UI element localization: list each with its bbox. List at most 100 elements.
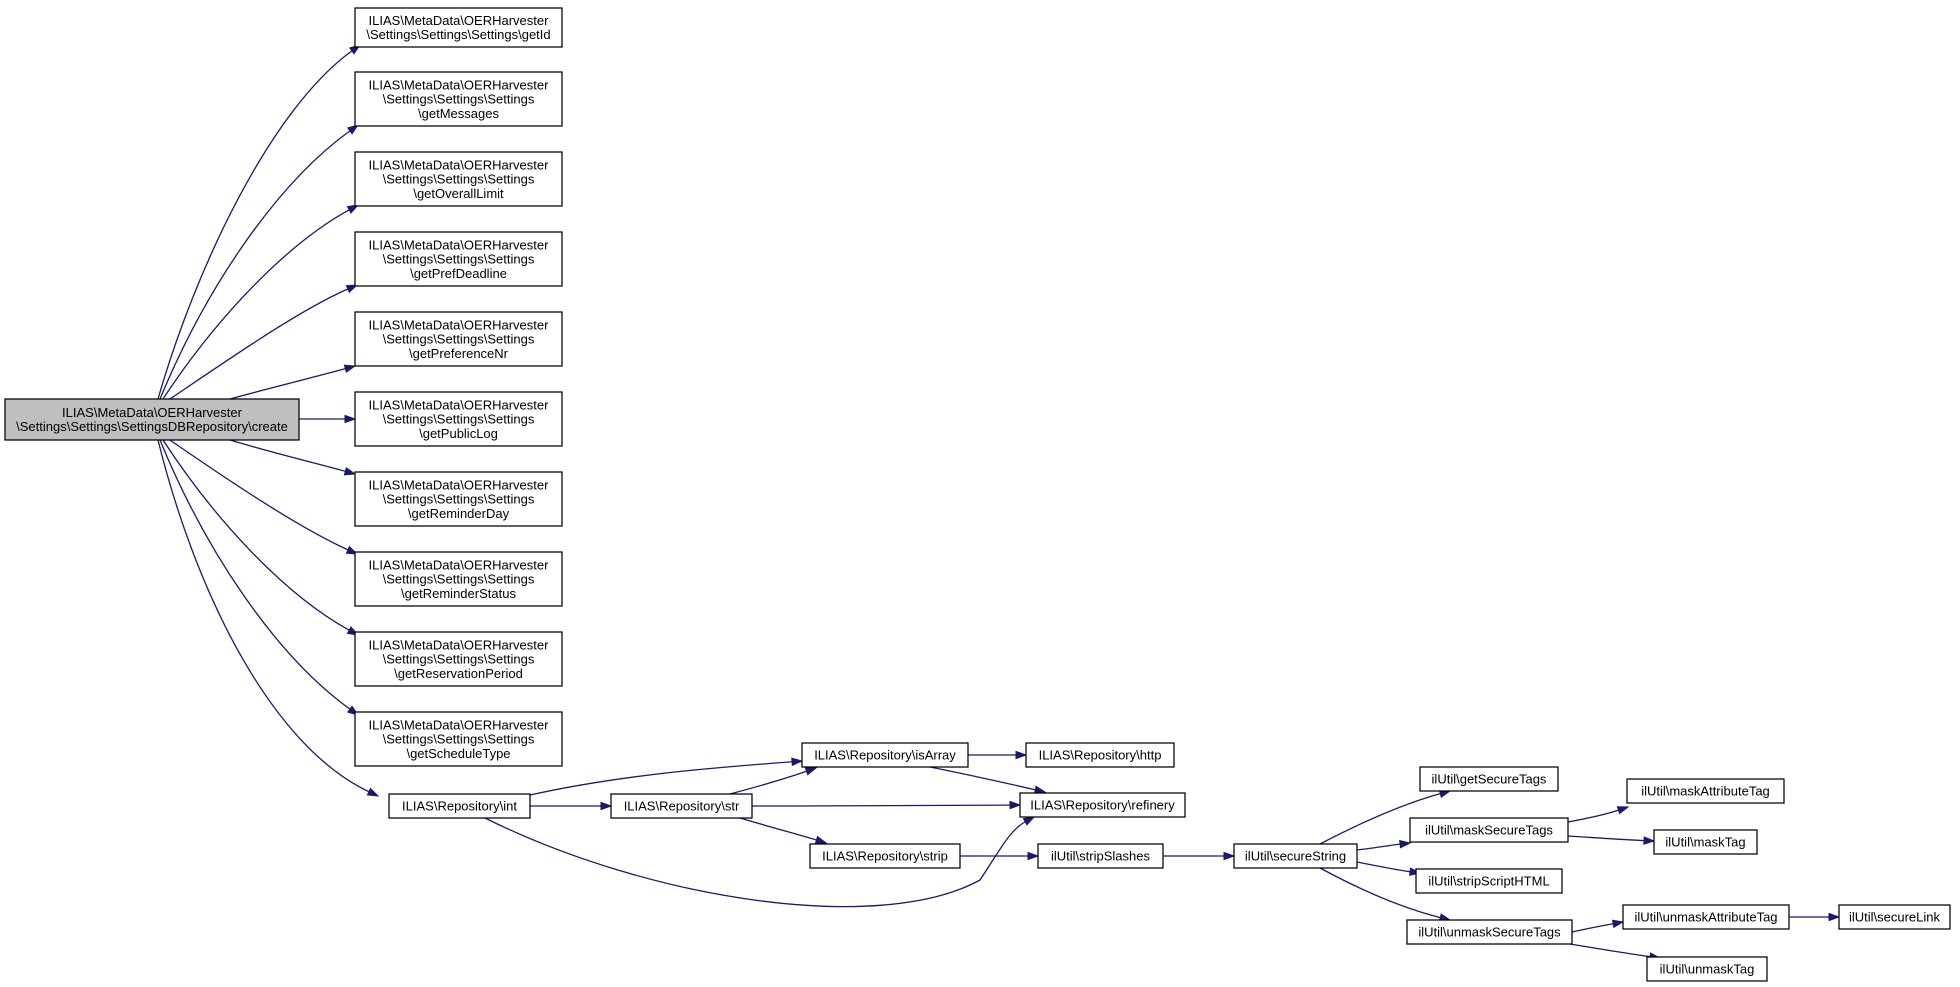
node-mask-secure-tags[interactable]: ilUtil\maskSecureTags xyxy=(1409,817,1569,843)
node-label-line: ILIAS\MetaData\OERHarvester xyxy=(369,77,550,92)
node-label-line: \getScheduleType xyxy=(406,746,510,761)
edge-line xyxy=(729,770,807,795)
edge-line xyxy=(169,439,349,551)
node-label-line: \Settings\Settings\Settings xyxy=(383,732,535,747)
node-box xyxy=(1025,742,1175,768)
node-repo-int[interactable]: ILIAS\Repository\int xyxy=(388,793,531,819)
node-label-line: \getPublicLog xyxy=(419,426,498,441)
node-repo-is-array[interactable]: ILIAS\Repository\isArray xyxy=(801,742,969,768)
node-box xyxy=(354,631,563,687)
edge-secure-string-to-strip-script-html xyxy=(1356,861,1422,876)
node-root[interactable]: ILIAS\MetaData\OERHarvester\Settings\Set… xyxy=(4,398,300,441)
node-label-line: \getReservationPeriod xyxy=(394,666,523,681)
node-get-schedule-type[interactable]: ILIAS\MetaData\OERHarvester\Settings\Set… xyxy=(354,711,563,767)
node-get-reminder-status[interactable]: ILIAS\MetaData\OERHarvester\Settings\Set… xyxy=(354,551,563,607)
node-get-id[interactable]: ILIAS\MetaData\OERHarvester\Settings\Set… xyxy=(354,7,563,48)
node-get-reservation-period[interactable]: ILIAS\MetaData\OERHarvester\Settings\Set… xyxy=(354,631,563,687)
node-repo-refinery[interactable]: ILIAS\Repository\refinery xyxy=(1019,792,1186,818)
edge-arrowhead xyxy=(343,467,357,476)
node-box xyxy=(1419,766,1559,792)
node-label-line: ILIAS\Repository\isArray xyxy=(814,748,956,763)
node-box xyxy=(354,551,563,607)
node-label-line: \Settings\Settings\Settings xyxy=(383,412,535,427)
node-label-line: \Settings\Settings\Settings xyxy=(383,172,535,187)
node-label-line: \getMessages xyxy=(418,106,499,121)
node-box xyxy=(610,793,753,819)
edge-arrowhead xyxy=(1027,851,1040,861)
edge-line xyxy=(1567,809,1619,823)
edge-line xyxy=(751,804,1011,807)
edge-root-to-get-reminder-status xyxy=(169,439,359,555)
edge-arrowhead xyxy=(1643,836,1656,845)
node-label-line: ILIAS\MetaData\OERHarvester xyxy=(369,157,550,172)
edge-arrowhead xyxy=(791,757,804,767)
edge-arrowhead xyxy=(1828,912,1841,922)
edge-arrowhead xyxy=(345,545,359,555)
node-get-pref-deadline[interactable]: ILIAS\MetaData\OERHarvester\Settings\Set… xyxy=(354,231,563,287)
node-label-line: ilUtil\getSecureTags xyxy=(1432,772,1547,787)
edge-arrowhead xyxy=(343,364,357,373)
call-graph-nodes: ILIAS\MetaData\OERHarvester\Settings\Set… xyxy=(4,7,1951,982)
edge-root-to-get-preference-nr xyxy=(229,364,357,400)
edge-unmask-attribute-tag-to-secure-link xyxy=(1789,912,1841,922)
node-unmask-tag[interactable]: ilUtil\unmaskTag xyxy=(1646,956,1768,982)
edge-arrowhead xyxy=(1015,750,1028,760)
node-repo-strip[interactable]: ILIAS\Repository\strip xyxy=(809,843,961,869)
node-label-line: ILIAS\MetaData\OERHarvester xyxy=(369,237,550,252)
edge-line xyxy=(529,761,793,796)
edge-root-to-get-schedule-type xyxy=(159,439,360,716)
node-label-line: \getPrefDeadline xyxy=(410,266,507,281)
node-box xyxy=(801,742,969,768)
edge-repo-int-to-repo-refinery xyxy=(484,816,1036,908)
edge-line xyxy=(1319,867,1441,919)
node-get-public-log[interactable]: ILIAS\MetaData\OERHarvester\Settings\Set… xyxy=(354,391,563,447)
edge-line xyxy=(1356,843,1401,851)
node-repo-str[interactable]: ILIAS\Repository\str xyxy=(610,793,753,819)
edge-line xyxy=(169,288,349,400)
node-unmask-attribute-tag[interactable]: ilUtil\unmaskAttributeTag xyxy=(1622,904,1790,930)
node-strip-script-html[interactable]: ilUtil\stripScriptHTML xyxy=(1415,868,1563,894)
node-get-reminder-day[interactable]: ILIAS\MetaData\OERHarvester\Settings\Set… xyxy=(354,471,563,527)
node-box xyxy=(354,471,563,527)
edge-secure-string-to-mask-secure-tags xyxy=(1356,839,1412,851)
node-box xyxy=(1838,904,1951,930)
node-get-preference-nr[interactable]: ILIAS\MetaData\OERHarvester\Settings\Set… xyxy=(354,311,563,367)
node-secure-string[interactable]: ilUtil\secureString xyxy=(1233,843,1358,869)
edge-line xyxy=(229,368,346,400)
node-secure-link[interactable]: ilUtil\secureLink xyxy=(1838,904,1951,930)
node-repo-http[interactable]: ILIAS\Repository\http xyxy=(1025,742,1175,768)
node-get-overall-limit[interactable]: ILIAS\MetaData\OERHarvester\Settings\Set… xyxy=(354,151,563,207)
edge-repo-int-to-repo-is-array xyxy=(529,757,804,796)
node-box xyxy=(354,7,563,48)
node-label-line: ILIAS\MetaData\OERHarvester xyxy=(369,557,550,572)
node-label-line: \getReminderDay xyxy=(408,506,510,521)
node-get-messages[interactable]: ILIAS\MetaData\OERHarvester\Settings\Set… xyxy=(354,71,563,127)
node-box xyxy=(1626,778,1785,804)
node-box xyxy=(1019,792,1186,818)
node-box xyxy=(354,311,563,367)
node-label-line: \getPreferenceNr xyxy=(409,346,509,361)
node-strip-slashes[interactable]: ilUtil\stripSlashes xyxy=(1037,843,1164,869)
edge-arrowhead xyxy=(1223,851,1236,861)
node-box xyxy=(1415,868,1563,894)
node-get-secure-tags[interactable]: ilUtil\getSecureTags xyxy=(1419,766,1559,792)
node-mask-attribute-tag[interactable]: ilUtil\maskAttributeTag xyxy=(1626,778,1785,804)
node-label-line: \Settings\Settings\Settings xyxy=(383,332,535,347)
edge-mask-secure-tags-to-mask-attribute-tag xyxy=(1567,806,1630,823)
edge-arrowhead xyxy=(1022,816,1036,826)
node-box xyxy=(809,843,961,869)
edge-line xyxy=(229,439,346,472)
node-unmask-secure-tags[interactable]: ilUtil\unmaskSecureTags xyxy=(1406,919,1573,945)
edge-line xyxy=(929,766,1036,791)
node-label-line: ilUtil\maskAttributeTag xyxy=(1641,784,1770,799)
node-label-line: \Settings\Settings\Settings xyxy=(383,652,535,667)
edge-repo-int-to-repo-str xyxy=(530,801,613,811)
node-box xyxy=(1233,843,1358,869)
edge-arrowhead xyxy=(814,835,828,845)
node-mask-tag[interactable]: ilUtil\maskTag xyxy=(1653,829,1758,855)
edge-arrowhead xyxy=(366,787,380,797)
node-label-line: ILIAS\Repository\http xyxy=(1039,748,1162,763)
node-label-line: ilUtil\unmaskTag xyxy=(1660,962,1755,977)
call-graph-edges xyxy=(157,44,1841,961)
node-label-line: ILIAS\MetaData\OERHarvester xyxy=(369,637,550,652)
